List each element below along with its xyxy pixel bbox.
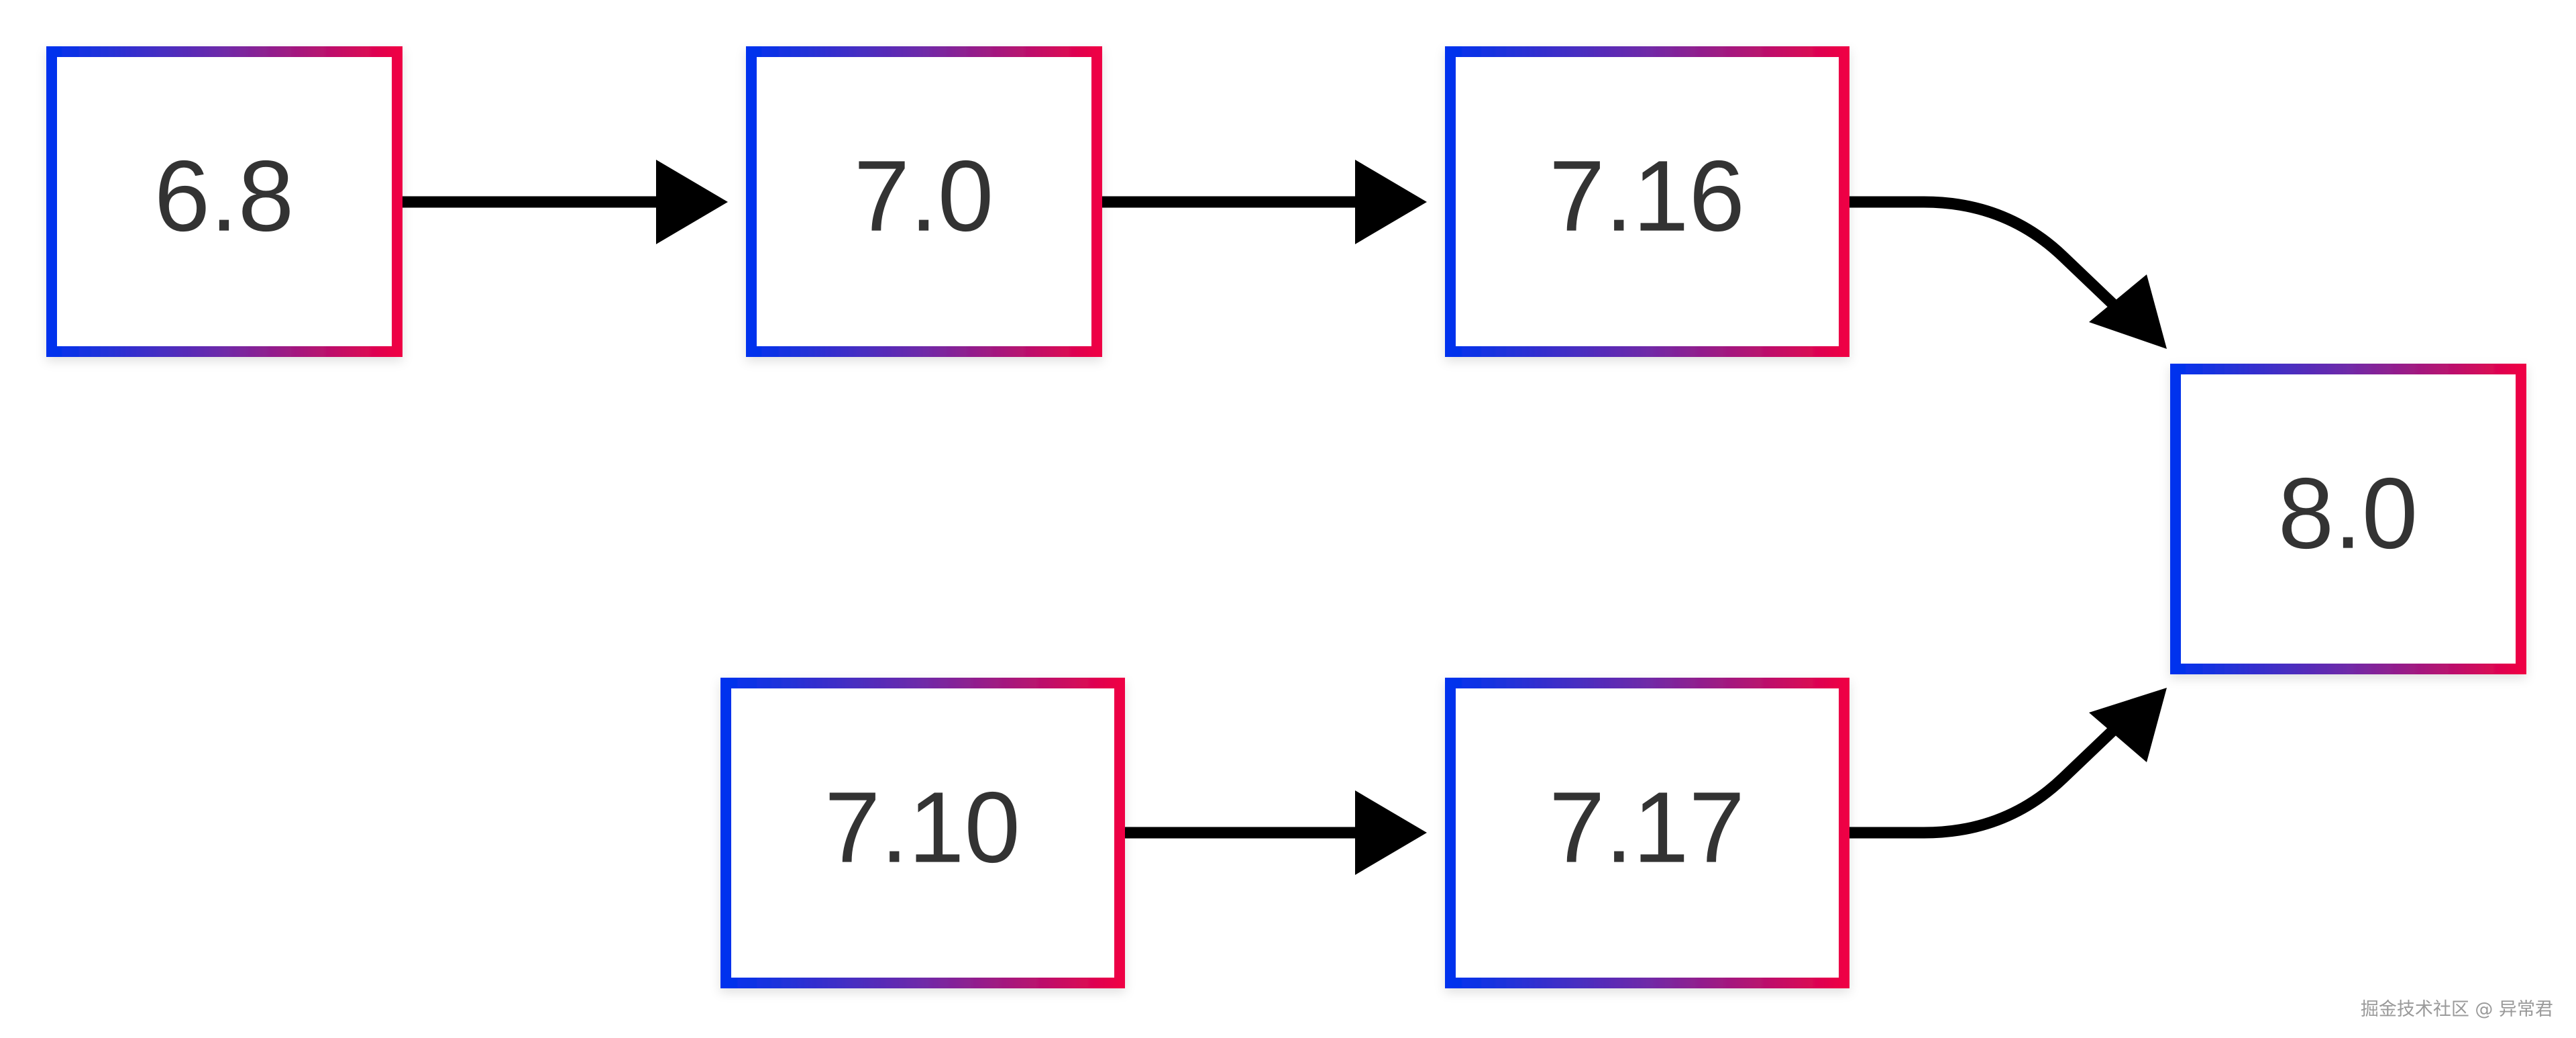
edge-7-16-to-8-0 <box>1849 196 2167 349</box>
version-label-7-16: 7.16 <box>1549 140 1745 252</box>
version-box-7-17: 7.17 <box>1445 678 1849 988</box>
edges-layer <box>401 160 2167 875</box>
version-box-7-16: 7.16 <box>1445 46 1849 357</box>
watermark: 掘金技术社区 @ 异常君 <box>2360 999 2553 1020</box>
version-label-7-17: 7.17 <box>1549 771 1745 884</box>
version-box-6-8: 6.8 <box>46 46 402 357</box>
edge-7-17-to-8-0 <box>1849 688 2167 839</box>
version-label-6-8: 6.8 <box>154 140 294 252</box>
version-label-8-0: 8.0 <box>2278 457 2418 570</box>
edge-7-10-to-7-17 <box>1125 790 1427 875</box>
version-box-7-10: 7.10 <box>720 678 1125 988</box>
version-box-8-0: 8.0 <box>2170 364 2526 674</box>
edge-7-0-to-7-16 <box>1101 160 1427 244</box>
version-box-7-0: 7.0 <box>746 46 1102 357</box>
edge-6-8-to-7-0 <box>401 160 728 244</box>
nodes-layer: 6.8 7.0 7.16 8.0 7.10 7.17 <box>46 46 2526 988</box>
version-label-7-10: 7.10 <box>824 771 1020 884</box>
version-label-7-0: 7.0 <box>854 140 994 252</box>
